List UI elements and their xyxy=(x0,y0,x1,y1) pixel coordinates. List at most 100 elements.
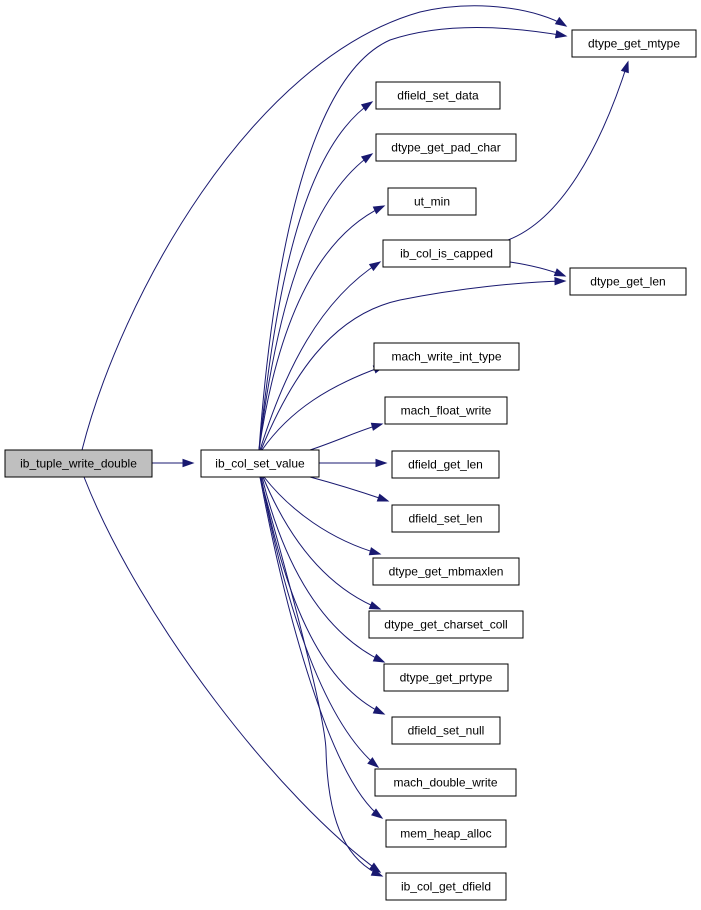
edge-line xyxy=(507,61,629,241)
arrowhead-icon xyxy=(360,101,374,112)
arrowhead-icon xyxy=(372,205,386,215)
arrowhead-icon xyxy=(376,493,390,502)
arrowhead-icon xyxy=(554,16,568,27)
node-label: ut_min xyxy=(414,195,450,209)
node-box xyxy=(391,716,501,745)
node-label: mem_heap_alloc xyxy=(400,827,491,841)
node-label: dtype_get_pad_char xyxy=(391,141,500,155)
edge-n1-n18 xyxy=(259,476,384,877)
edge-n1-n2 xyxy=(258,27,568,451)
arrowhead-icon xyxy=(375,458,388,468)
arrowhead-icon xyxy=(554,277,567,286)
arrowhead-icon xyxy=(368,547,382,556)
node-label: dtype_get_prtype xyxy=(400,671,493,685)
edge-n6-n2 xyxy=(507,60,629,241)
node-label: dfield_get_len xyxy=(408,458,483,472)
node-label: mach_write_int_type xyxy=(391,350,501,364)
node-box xyxy=(391,504,500,533)
node-ib-tuple-write-double[interactable]: ib_tuple_write_double xyxy=(4,449,153,478)
node-box xyxy=(387,187,477,216)
edge-line xyxy=(83,476,381,873)
node-box xyxy=(368,610,524,639)
node-dtype-get-charset-coll[interactable]: dtype_get_charset_coll xyxy=(368,610,524,639)
edge-n1-n15 xyxy=(260,476,386,715)
node-label: dtype_get_len xyxy=(590,275,665,289)
node-ib-col-is-capped[interactable]: ib_col_is_capped xyxy=(382,239,511,268)
node-dtype-get-mtype[interactable]: dtype_get_mtype xyxy=(571,29,697,58)
edge-n6-n7 xyxy=(509,261,567,277)
node-dtype-get-prtype[interactable]: dtype_get_prtype xyxy=(383,663,509,692)
arrowhead-icon xyxy=(371,808,384,819)
node-label: dtype_get_charset_coll xyxy=(384,618,507,632)
edge-line xyxy=(309,476,389,502)
node-label: ib_col_get_dfield xyxy=(401,880,491,894)
node-mach-write-int-type[interactable]: mach_write_int_type xyxy=(373,342,520,371)
arrowhead-icon xyxy=(554,30,568,39)
node-dtype-get-len[interactable]: dtype_get_len xyxy=(569,267,687,296)
node-box xyxy=(200,449,320,478)
edge-line xyxy=(259,261,381,451)
node-mach-float-write[interactable]: mach_float_write xyxy=(384,396,508,425)
node-label: ib_col_set_value xyxy=(215,457,305,471)
node-mach-double-write[interactable]: mach_double_write xyxy=(374,768,517,797)
node-dfield-set-len[interactable]: dfield_set_len xyxy=(391,504,500,533)
edge-n1-n5 xyxy=(258,205,386,451)
edge-n1-n16 xyxy=(260,476,380,768)
node-label: mach_double_write xyxy=(393,776,497,790)
node-box xyxy=(391,450,500,479)
node-ib-col-set-value[interactable]: ib_col_set_value xyxy=(200,449,320,478)
arrowhead-icon xyxy=(367,757,380,768)
node-box xyxy=(374,768,517,797)
edge-line xyxy=(260,476,385,715)
edge-n1-n4 xyxy=(258,153,374,451)
node-ut-min[interactable]: ut_min xyxy=(387,187,477,216)
node-label: ib_tuple_write_double xyxy=(20,457,137,471)
node-box xyxy=(375,133,517,162)
edge-n1-n13 xyxy=(262,476,382,610)
node-dfield-set-null[interactable]: dfield_set_null xyxy=(391,716,501,745)
arrowhead-icon xyxy=(368,601,382,610)
node-dtype-get-mbmaxlen[interactable]: dtype_get_mbmaxlen xyxy=(372,557,520,586)
node-label: dfield_set_len xyxy=(408,512,482,526)
node-ib-col-get-dfield[interactable]: ib_col_get_dfield xyxy=(385,872,507,901)
node-box xyxy=(373,342,520,371)
edge-n1-n7 xyxy=(260,277,567,451)
node-box xyxy=(384,396,508,425)
edge-line xyxy=(258,205,385,451)
node-box xyxy=(385,872,507,901)
edge-line xyxy=(81,5,567,451)
edge-n1-n11 xyxy=(309,476,390,502)
edge-n1-n3 xyxy=(258,101,374,451)
edge-line xyxy=(259,476,383,877)
edge-n1-n14 xyxy=(261,476,386,663)
edge-line xyxy=(309,423,383,451)
node-label: dfield_set_null xyxy=(408,724,485,738)
arrowhead-icon xyxy=(372,653,386,663)
edge-line xyxy=(263,476,381,555)
arrowhead-icon xyxy=(372,705,386,715)
node-box xyxy=(569,267,687,296)
node-box xyxy=(375,81,501,110)
node-mem-heap-alloc[interactable]: mem_heap_alloc xyxy=(385,819,507,848)
edge-line xyxy=(262,476,381,610)
node-label: dtype_get_mbmaxlen xyxy=(389,565,504,579)
node-dfield-get-len[interactable]: dfield_get_len xyxy=(391,450,500,479)
arrowhead-icon xyxy=(368,261,382,272)
node-dfield-set-data[interactable]: dfield_set_data xyxy=(375,81,501,110)
node-label: ib_col_is_capped xyxy=(400,247,493,261)
edge-n0-n1 xyxy=(152,458,195,468)
edge-line xyxy=(258,153,373,451)
edge-line xyxy=(259,476,383,819)
arrowhead-icon xyxy=(182,458,195,468)
edge-n1-n10 xyxy=(319,458,388,468)
node-box xyxy=(4,449,153,478)
node-dtype-get-pad-char[interactable]: dtype_get_pad_char xyxy=(375,133,517,162)
edge-line xyxy=(258,101,373,451)
edge-line xyxy=(261,365,385,451)
call-graph-edges xyxy=(81,5,629,877)
edge-n0-n2 xyxy=(81,5,568,451)
edge-n1-n9 xyxy=(309,422,384,451)
edge-n1-n12 xyxy=(263,476,382,556)
